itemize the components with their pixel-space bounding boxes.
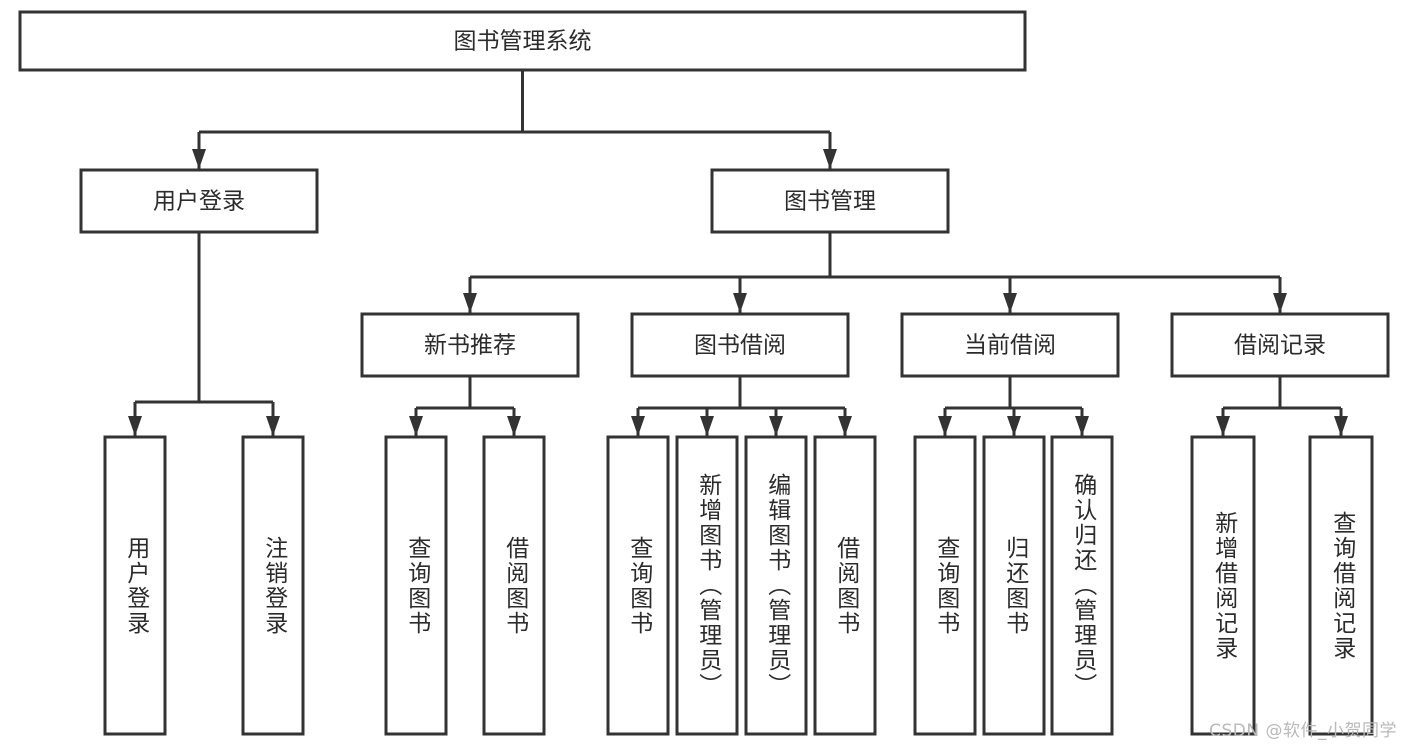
- node-label-level2-1: 图书管理: [784, 189, 876, 215]
- node-box-leaf-12[interactable]: [1308, 435, 1374, 736]
- node-label-root: 图书管理系统: [454, 29, 592, 55]
- node-box-leaf-11[interactable]: [1190, 435, 1256, 736]
- arrow-head-icon: [1216, 416, 1230, 436]
- node-label-level3-0: 新书推荐: [424, 333, 516, 359]
- node-label-level3-1: 图书借阅: [694, 333, 786, 359]
- node-box-leaf-5[interactable]: [675, 435, 739, 736]
- node-box-leaf-4[interactable]: [606, 435, 670, 736]
- arrow-head-icon: [700, 416, 714, 436]
- connector-lines: [128, 70, 1348, 436]
- node-box-leaf-2[interactable]: [384, 435, 448, 736]
- arrow-head-icon: [192, 149, 206, 169]
- node-box-leaf-3[interactable]: [482, 435, 546, 736]
- arrow-head-icon: [1007, 416, 1021, 436]
- node-box-level3-0[interactable]: [360, 312, 580, 378]
- arrow-head-icon: [128, 416, 142, 436]
- node-box-level2-0[interactable]: [79, 168, 319, 234]
- node-label-level3-3: 借阅记录: [1234, 333, 1326, 359]
- node-box-leaf-7[interactable]: [813, 435, 877, 736]
- arrow-head-icon: [1003, 293, 1017, 313]
- node-box-leaf-1[interactable]: [241, 435, 305, 736]
- arrow-head-icon: [463, 293, 477, 313]
- node-box-level2-1[interactable]: [710, 168, 950, 234]
- arrow-head-icon: [838, 416, 852, 436]
- node-box-leaf-9[interactable]: [982, 435, 1046, 736]
- node-box-leaf-6[interactable]: [744, 435, 808, 736]
- node-box-root[interactable]: [18, 10, 1027, 72]
- arrow-head-icon: [631, 416, 645, 436]
- arrow-head-icon: [409, 416, 423, 436]
- arrow-head-icon: [823, 149, 837, 169]
- node-label-level2-0: 用户登录: [153, 189, 245, 215]
- watermark-text: CSDN @软件_小贺同学: [1209, 721, 1397, 741]
- node-label-level3-2: 当前借阅: [964, 333, 1056, 359]
- arrow-head-icon: [1273, 293, 1287, 313]
- node-boxes: [18, 10, 1390, 736]
- arrow-head-icon: [1075, 416, 1089, 436]
- node-box-level3-3[interactable]: [1170, 312, 1390, 378]
- arrow-head-icon: [266, 416, 280, 436]
- node-box-leaf-0[interactable]: [103, 435, 167, 736]
- node-box-level3-2[interactable]: [900, 312, 1120, 378]
- node-box-leaf-10[interactable]: [1050, 435, 1114, 736]
- arrow-head-icon: [507, 416, 521, 436]
- arrow-head-icon: [1334, 416, 1348, 436]
- node-box-leaf-8[interactable]: [913, 435, 977, 736]
- node-box-level3-1[interactable]: [630, 312, 850, 378]
- arrow-head-icon: [938, 416, 952, 436]
- arrow-head-icon: [733, 293, 747, 313]
- arrow-head-icon: [769, 416, 783, 436]
